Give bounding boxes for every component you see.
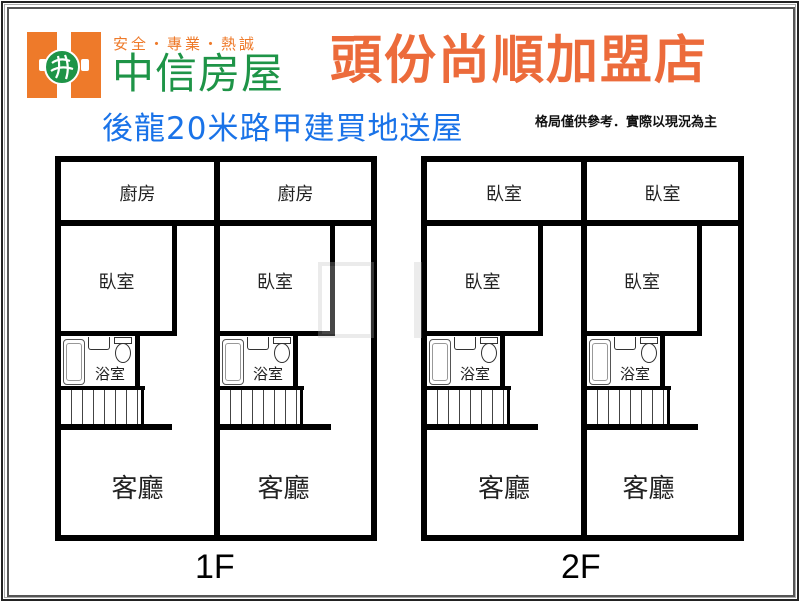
middle-border [4, 4, 796, 598]
room-label: 浴室 [252, 365, 283, 383]
floor-label-1f: 1F [195, 548, 235, 586]
room-label: 臥室 [464, 272, 501, 293]
room-label: 客廳 [622, 474, 675, 504]
room-label: 客廳 [257, 474, 310, 504]
room-label: 廚房 [119, 184, 156, 205]
sink-icon [88, 337, 110, 350]
room-label: 臥室 [98, 272, 135, 293]
sink-icon [454, 337, 476, 350]
room-label: 臥室 [257, 272, 293, 293]
bathtub-icon [589, 339, 611, 385]
toilet-icon [480, 337, 498, 363]
stairs-icon [220, 390, 300, 424]
room-label: 客廳 [111, 474, 164, 504]
globe-icon [44, 49, 80, 85]
floor-label-2f: 2F [561, 548, 601, 586]
listing-headline: 後龍20米路甲建買地送屋 [102, 111, 464, 147]
brand-tagline: 安全・專業・熱誠 [113, 35, 258, 53]
toilet-icon [114, 337, 132, 363]
toilet-icon [640, 337, 658, 363]
room-label: 浴室 [459, 365, 490, 383]
room-label: 臥室 [486, 184, 522, 205]
inner-border [7, 7, 795, 597]
room-label: 客廳 [477, 474, 530, 504]
bathtub-icon [429, 339, 451, 385]
store-name: 頭份尚順加盟店 [330, 31, 709, 91]
disclaimer: 格局僅供參考．實際以現況為主 [535, 115, 718, 130]
stairs-icon [427, 390, 507, 424]
brand-name: 中信房屋 [112, 49, 285, 98]
room-label: 臥室 [624, 272, 660, 293]
room-label: 浴室 [94, 365, 125, 383]
toilet-icon [273, 337, 291, 363]
sink-icon [614, 337, 636, 350]
watermark [318, 262, 488, 342]
room-label: 臥室 [644, 184, 681, 205]
stairs-icon [587, 390, 667, 424]
room-label: 浴室 [619, 365, 650, 383]
bathtub-icon [63, 339, 85, 385]
stairs-icon [61, 390, 141, 424]
sink-icon [247, 337, 269, 350]
bathtub-icon [222, 339, 244, 385]
room-label: 廚房 [277, 184, 314, 205]
